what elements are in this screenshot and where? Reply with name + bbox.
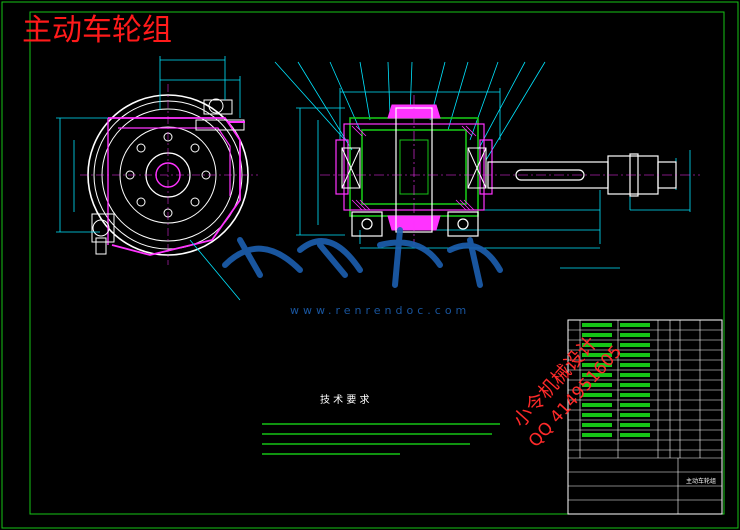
inner-frame bbox=[29, 11, 725, 515]
wheel-end-view bbox=[56, 56, 258, 301]
watermark-text: www.renrendoc.com bbox=[290, 304, 470, 317]
title-block-drawing-name: 主动车轮组 bbox=[686, 477, 716, 485]
title-block: 主动车轮组 bbox=[567, 319, 723, 515]
tech-requirements-heading: 技 术 要 求 bbox=[320, 393, 370, 406]
watermark: www.renrendoc.com bbox=[222, 227, 503, 317]
axial-section-view bbox=[274, 61, 700, 269]
drawing-title: 主动车轮组 bbox=[22, 13, 172, 48]
tech-requirements: 技 术 要 求 bbox=[262, 393, 500, 455]
